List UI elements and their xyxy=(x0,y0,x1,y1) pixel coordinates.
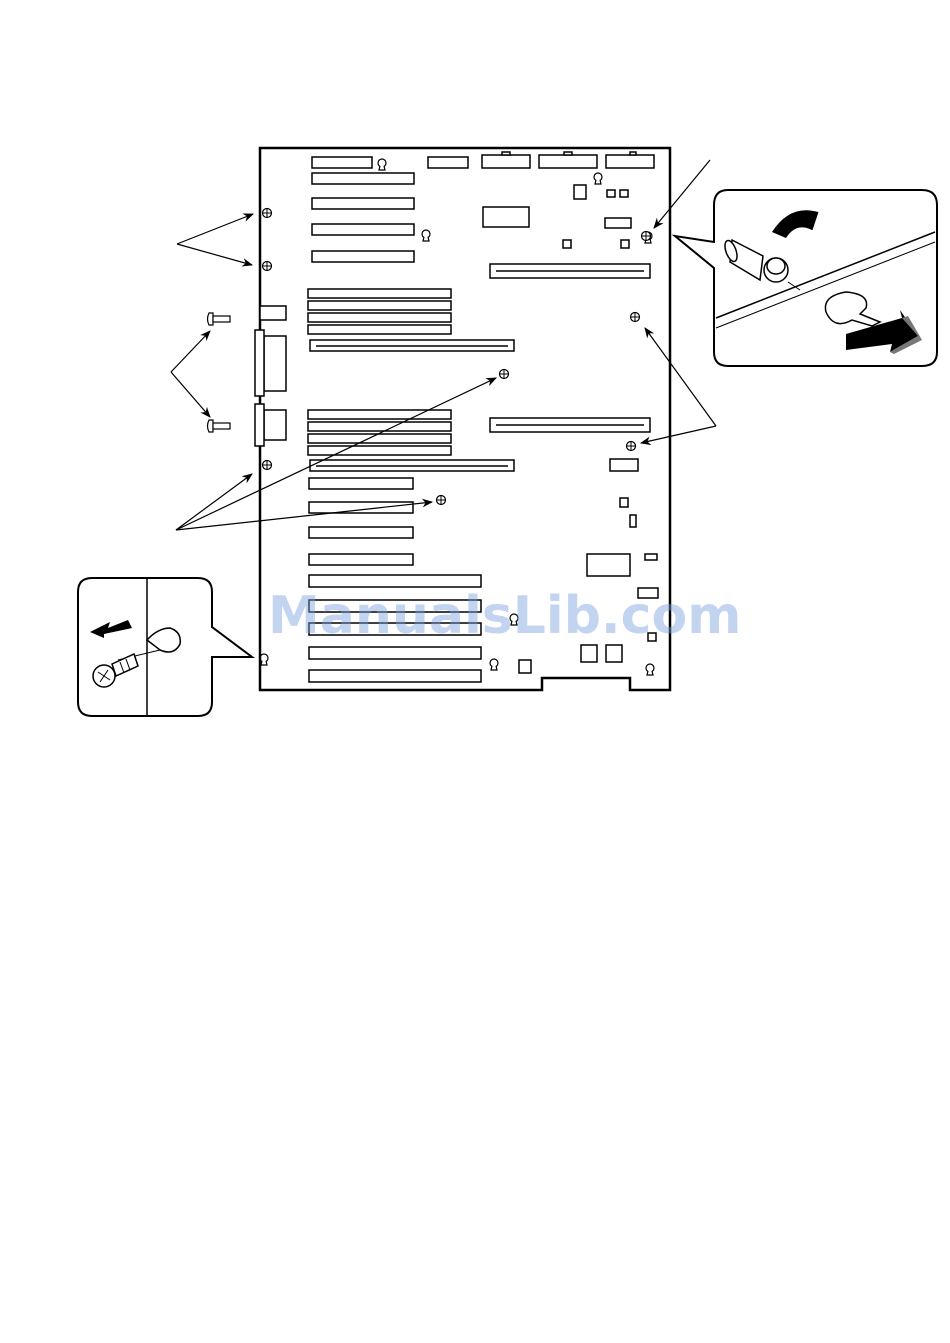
standoff-icon xyxy=(208,420,231,432)
screw-icon xyxy=(627,442,636,451)
screw-icon xyxy=(263,461,272,470)
board-slide-callout xyxy=(675,190,937,366)
screw-icon xyxy=(631,313,640,322)
jack-screws xyxy=(208,313,231,432)
screw-removal-callout xyxy=(78,578,252,716)
watermark-text: ManualsLib.com xyxy=(268,586,741,646)
screw-icon xyxy=(642,232,651,241)
screw-icon xyxy=(263,209,272,218)
screw-icon xyxy=(500,370,509,379)
screw-icon xyxy=(263,262,272,271)
standoff-icon xyxy=(208,313,231,325)
screw-icon xyxy=(437,496,446,505)
